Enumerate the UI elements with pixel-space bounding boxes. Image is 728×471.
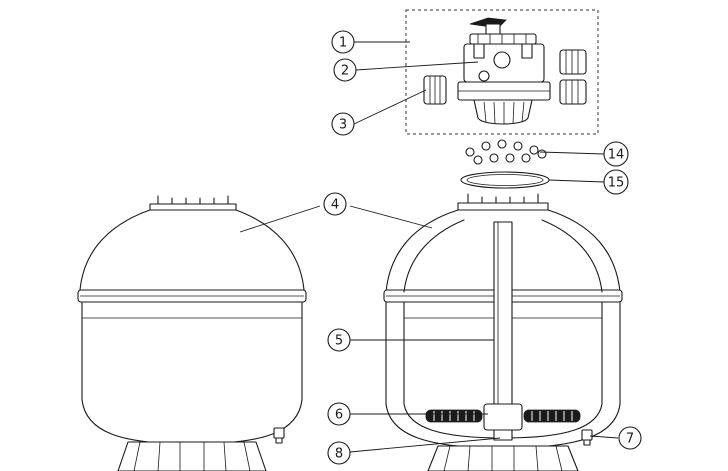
callout-2: 2 [333,58,357,82]
right-tank-cutaway [383,193,623,471]
left-tank-exterior [77,195,307,471]
right-tank-flange [457,193,549,211]
callout-5: 5 [327,328,351,352]
callout-14: 14 [603,141,629,167]
o-ring-gasket [460,171,550,189]
leader-lines [239,41,619,453]
svg-text:3: 3 [339,118,347,133]
svg-text:4: 4 [331,198,339,213]
callout-4: 4 [323,192,347,216]
svg-text:7: 7 [626,432,634,447]
lateral-hub [483,403,523,441]
svg-text:1: 1 [339,36,347,51]
svg-text:2: 2 [341,64,349,79]
left-tank-body [81,301,303,445]
union-fitting-right-upper [559,49,587,75]
callout-1: 1 [331,30,355,54]
valve-assembly-boundary [405,9,599,135]
left-tank-drain [273,427,285,444]
right-tank-base [427,445,579,471]
svg-text:8: 8 [335,447,343,462]
union-fitting-right-lower [559,79,587,105]
callout-6: 6 [327,402,351,426]
right-tank-drain [581,429,593,446]
central-pipe [493,221,513,409]
bolt-set [465,139,547,165]
callout-8: 8 [327,441,351,465]
left-tank-flange [149,195,237,211]
left-tank-base [117,441,267,471]
union-fitting-left [423,75,447,105]
multiport-valve [457,17,551,125]
callout-7: 7 [618,426,642,450]
svg-text:5: 5 [335,334,343,349]
laterals-left [425,409,483,423]
svg-text:6: 6 [335,408,343,423]
callout-15: 15 [603,169,629,195]
laterals-right [523,409,581,423]
callout-3: 3 [331,112,355,136]
svg-text:14: 14 [608,148,625,163]
svg-text:15: 15 [608,176,625,191]
